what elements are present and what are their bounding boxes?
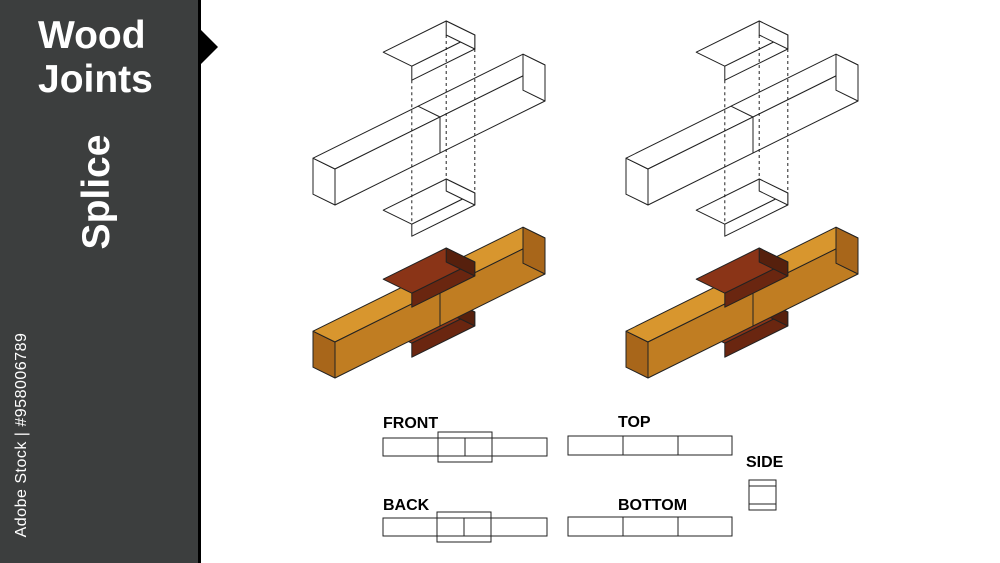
colored-drawing-left	[312, 226, 546, 379]
lower-plate-end	[445, 178, 476, 206]
beam-end	[522, 226, 546, 275]
bottom-view-label: BOTTOM	[618, 497, 688, 514]
back-view-clamp	[436, 511, 492, 543]
upper-plate-end	[445, 20, 476, 50]
bottom-view	[567, 516, 733, 537]
side-view-clamp	[748, 479, 777, 511]
beam-seam	[417, 105, 441, 118]
top-view	[567, 435, 733, 456]
side-view-label: SIDE	[746, 454, 784, 471]
back-view-label: BACK	[383, 497, 430, 514]
side-view	[748, 479, 777, 511]
pointer-arrow-icon	[201, 30, 218, 64]
front-view-label: FRONT	[383, 415, 439, 432]
beam-seam	[730, 105, 754, 118]
top-view-beam	[567, 435, 733, 456]
beam-end	[835, 226, 859, 275]
front-view	[382, 431, 548, 463]
lower-plate-end	[758, 178, 789, 206]
wireframe-drawing-left	[312, 20, 546, 237]
sidebar-title: Wood Joints	[38, 14, 153, 101]
upper-plate-end	[758, 20, 789, 50]
back-view	[382, 511, 548, 543]
back-view-beam	[382, 517, 548, 537]
upper-plate-end	[758, 247, 789, 277]
side-view-beam	[748, 485, 777, 505]
bottom-view-beam	[567, 516, 733, 537]
top-view-label: TOP	[618, 414, 651, 431]
colored-drawing-right	[625, 226, 859, 379]
front-view-clamp	[437, 431, 493, 463]
upper-plate-end	[445, 247, 476, 277]
beam-end	[835, 53, 859, 102]
wireframe-drawing-right	[625, 20, 859, 237]
beam-end	[522, 53, 546, 102]
sidebar: Wood Joints Splice Adobe Stock | #958006…	[0, 0, 201, 563]
